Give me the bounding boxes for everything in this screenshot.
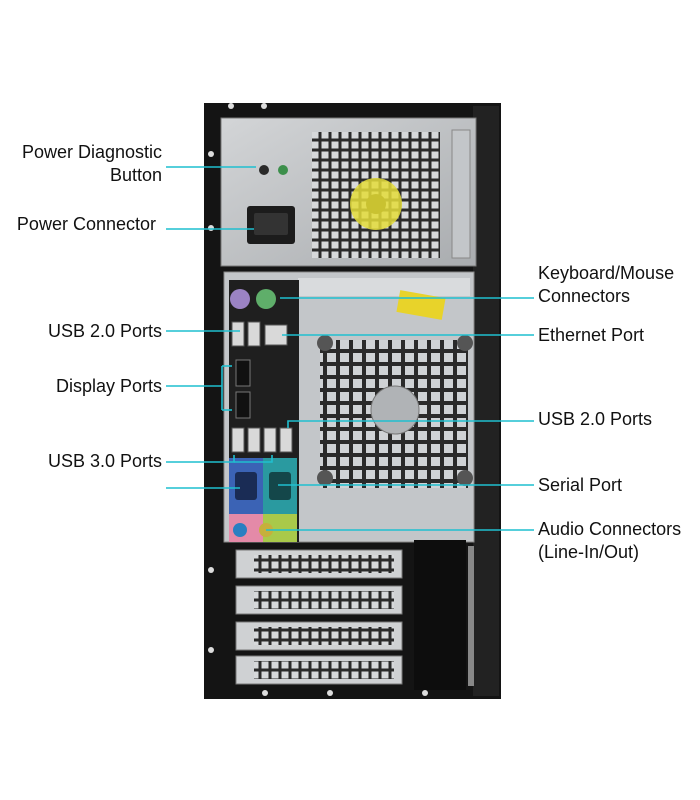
power-supply	[220, 117, 477, 267]
label-usb2-right: USB 2.0 Ports	[538, 409, 653, 429]
label-usb3: USB 3.0 Ports	[47, 451, 162, 471]
label-usb2-left: USB 2.0 Ports	[47, 321, 162, 341]
leader-usb2-right	[287, 420, 534, 428]
label-display-ports: Display Ports	[55, 376, 162, 396]
expansion-slots	[235, 540, 474, 690]
leader-lines	[166, 166, 534, 531]
label-audio: Audio Connectors(Line-In/Out)	[538, 519, 682, 562]
io-shield	[229, 280, 299, 542]
label-serial: Serial Port	[538, 475, 623, 495]
leader-usb3-b	[234, 455, 273, 463]
label-power-connector: Power Connector	[16, 214, 156, 234]
label-ethernet: Ethernet Port	[538, 325, 645, 345]
